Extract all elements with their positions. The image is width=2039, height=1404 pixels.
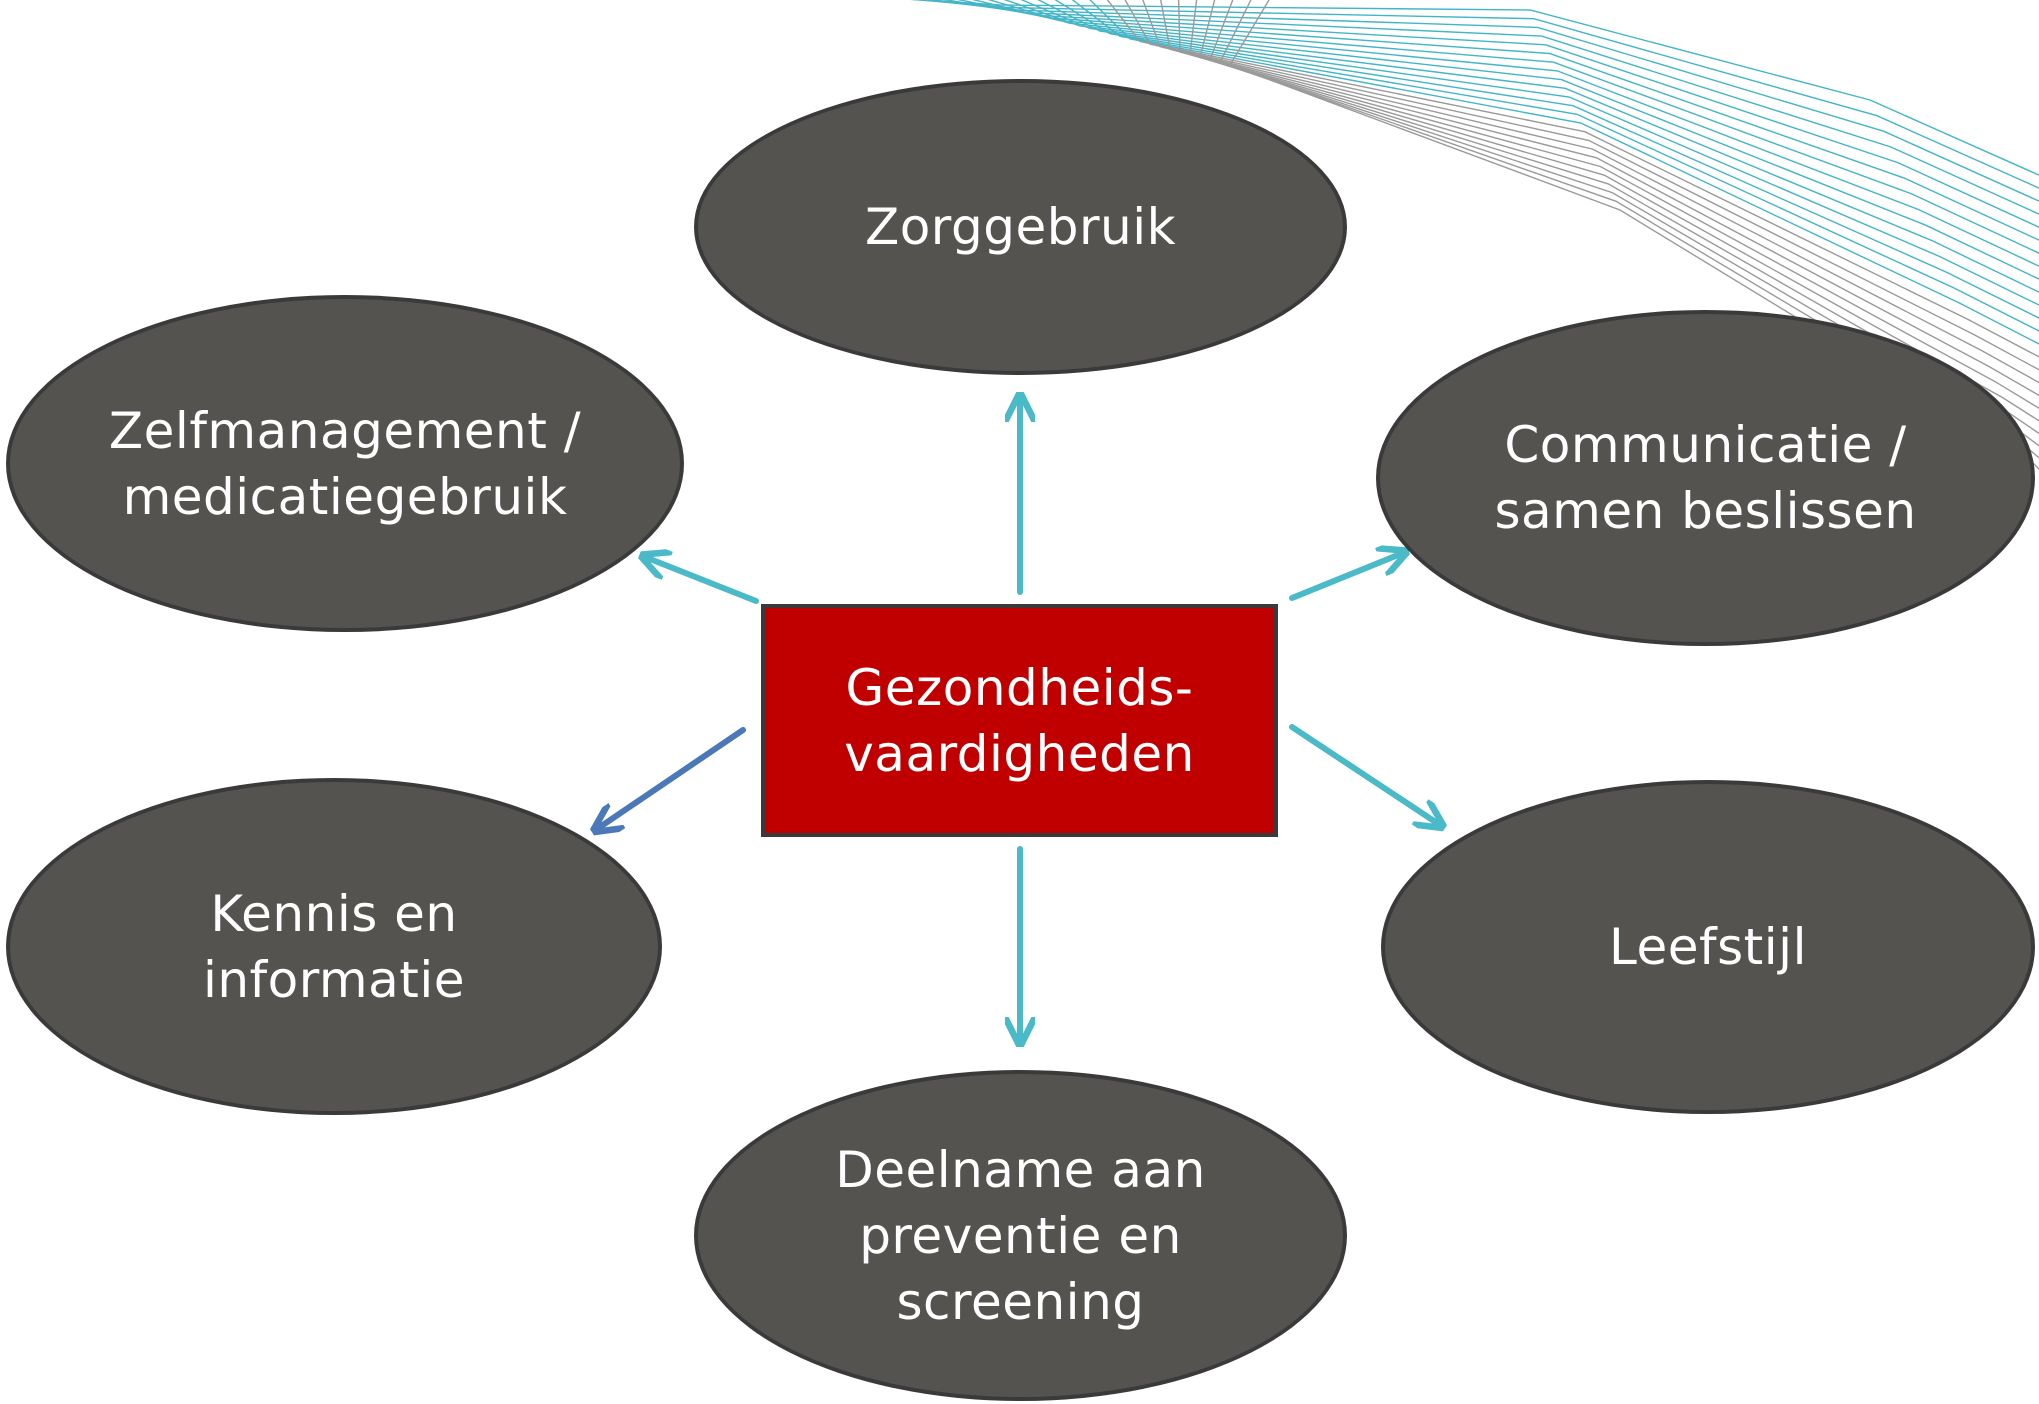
node-kennis-label: Kennis en informatie bbox=[202, 884, 466, 1009]
decorative-line bbox=[1089, 0, 2039, 345]
node-kennis: Kennis en informatie bbox=[6, 778, 662, 1115]
node-leefstijl: Leefstijl bbox=[1381, 780, 2035, 1114]
decorative-line bbox=[1071, 0, 2039, 332]
arrow-to-leefstijl bbox=[1289, 724, 1440, 825]
node-leefstijl-label: Leefstijl bbox=[1609, 918, 1807, 976]
decorative-line bbox=[1199, 0, 2039, 435]
node-deelname-label: Deelname aan preventie en screening bbox=[835, 1140, 1206, 1331]
decorative-line bbox=[1124, 0, 2039, 371]
arrow-to-zelfmanagement bbox=[645, 557, 759, 604]
decorative-line bbox=[1177, 0, 2039, 409]
node-communicatie-label: Communicatie / samen beslissen bbox=[1494, 416, 1917, 540]
node-deelname: Deelname aan preventie en screening bbox=[694, 1070, 1347, 1401]
decorative-line bbox=[1106, 0, 2039, 358]
node-zorggebruik-label: Zorggebruik bbox=[864, 198, 1177, 256]
center-node-gezondheidsvaardigheden: Gezondheids- vaardigheden bbox=[761, 604, 1278, 837]
arrow-to-communicatie bbox=[1289, 553, 1403, 601]
decorative-line bbox=[1209, 0, 2039, 447]
decorative-line bbox=[956, 0, 2039, 241]
decorative-line bbox=[971, 0, 2039, 254]
decorative-line bbox=[942, 0, 2039, 228]
decorative-line bbox=[1160, 0, 2039, 397]
decorative-line bbox=[1219, 0, 2039, 459]
decorative-line bbox=[1142, 0, 2039, 384]
decorative-line bbox=[1228, 0, 2039, 470]
decorative-line bbox=[1020, 0, 2039, 293]
node-communicatie: Communicatie / samen beslissen bbox=[1376, 310, 2035, 646]
decorative-line bbox=[1054, 0, 2039, 319]
node-zelfmanagement: Zelfmanagement / medicatiegebruik bbox=[6, 295, 684, 632]
decorative-line bbox=[1003, 0, 2039, 280]
decorative-line bbox=[1037, 0, 2039, 306]
node-zorggebruik: Zorggebruik bbox=[694, 79, 1347, 375]
decorative-line bbox=[987, 0, 2039, 267]
decorative-line bbox=[1189, 0, 2039, 422]
arrow-to-kennis bbox=[597, 727, 746, 829]
center-node-label: Gezondheids- vaardigheden bbox=[844, 658, 1195, 783]
node-zelfmanagement-label: Zelfmanagement / medicatiegebruik bbox=[108, 401, 582, 526]
